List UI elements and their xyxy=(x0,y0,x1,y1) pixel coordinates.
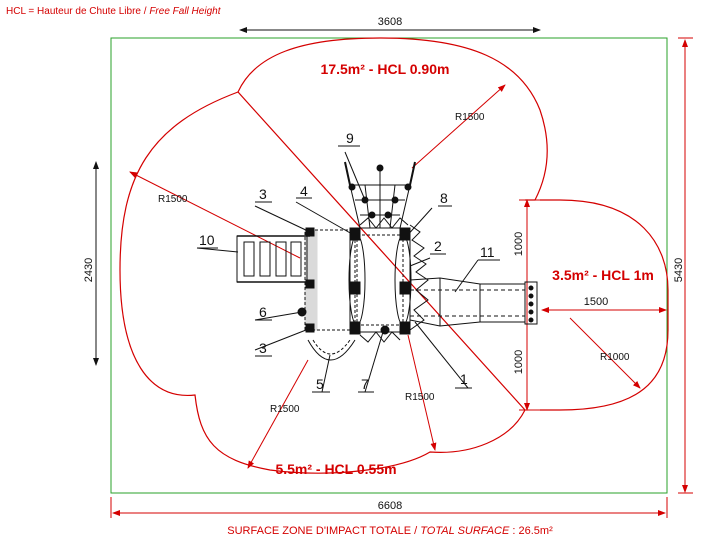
radius-right: R1000 xyxy=(600,352,630,363)
footer-value: : 26.5m² xyxy=(509,525,553,537)
slide-dimensions: 1000 1000 1500 xyxy=(513,199,667,411)
legend-english: Free Fall Height xyxy=(149,6,221,17)
radius-leaders: R1500 R1500 R1500 R1500 R1000 xyxy=(129,84,641,469)
callout-4: 4 xyxy=(300,183,308,199)
footer-total-surface: SURFACE ZONE D'IMPACT TOTALE / TOTAL SUR… xyxy=(227,525,553,537)
radius-left: R1500 xyxy=(158,194,188,205)
callout-5: 5 xyxy=(316,376,324,392)
callout-3-top: 3 xyxy=(259,186,267,202)
bridge-arc xyxy=(307,339,356,361)
net-frame xyxy=(344,161,416,229)
callouts: 1 2 3 3 4 5 6 7 8 9 10 11 xyxy=(199,130,495,392)
slide xyxy=(409,277,538,327)
legend: HCL = Hauteur de Chute Libre / Free Fall… xyxy=(6,6,222,17)
dim-slide-length: 1500 xyxy=(584,296,608,308)
callout-9: 9 xyxy=(346,130,354,146)
dim-total-width: 6608 xyxy=(378,500,402,512)
callout-11: 11 xyxy=(480,244,495,260)
callout-3-bottom: 3 xyxy=(259,340,267,356)
callout-6: 6 xyxy=(259,304,267,320)
tower-central xyxy=(349,227,411,333)
zone-label-bottom: 5.5m² - HCL 0.55m xyxy=(275,461,396,477)
climber-edge xyxy=(409,224,429,331)
dim-slide-top: 1000 xyxy=(513,232,525,256)
dimension-top: 3608 xyxy=(239,16,541,33)
legend-prefix: HCL = Hauteur de Chute Libre / xyxy=(6,6,149,17)
footer-english: TOTAL SURFACE xyxy=(420,525,510,537)
dimension-left: 2430 xyxy=(83,161,99,366)
radius-bottom-left: R1500 xyxy=(270,404,300,415)
radius-bottom-center: R1500 xyxy=(405,392,435,403)
zone-label-top: 17.5m² - HCL 0.90m xyxy=(321,61,450,77)
dimension-bottom: 6608 xyxy=(110,497,668,518)
dim-slide-bottom: 1000 xyxy=(513,350,525,374)
site-boundary xyxy=(110,37,668,494)
platform-left xyxy=(304,229,356,331)
impact-zone-outline xyxy=(119,37,669,474)
callout-leaders xyxy=(196,145,500,393)
climbing-panel xyxy=(236,235,310,283)
callout-10: 10 xyxy=(199,232,215,248)
dim-top-width: 3608 xyxy=(378,16,402,28)
dim-right-height: 5430 xyxy=(673,258,685,282)
callout-8: 8 xyxy=(440,190,448,206)
callout-2: 2 xyxy=(434,238,442,254)
dim-left-height: 2430 xyxy=(83,258,95,282)
zone-label-right: 3.5m² - HCL 1m xyxy=(552,267,654,283)
callout-7: 7 xyxy=(361,376,369,392)
dimension-right: 5430 xyxy=(673,37,693,494)
footer-prefix: SURFACE ZONE D'IMPACT TOTALE / xyxy=(227,525,420,537)
equipment xyxy=(236,161,538,361)
radius-top: R1500 xyxy=(455,112,485,123)
callout-1: 1 xyxy=(460,371,468,387)
